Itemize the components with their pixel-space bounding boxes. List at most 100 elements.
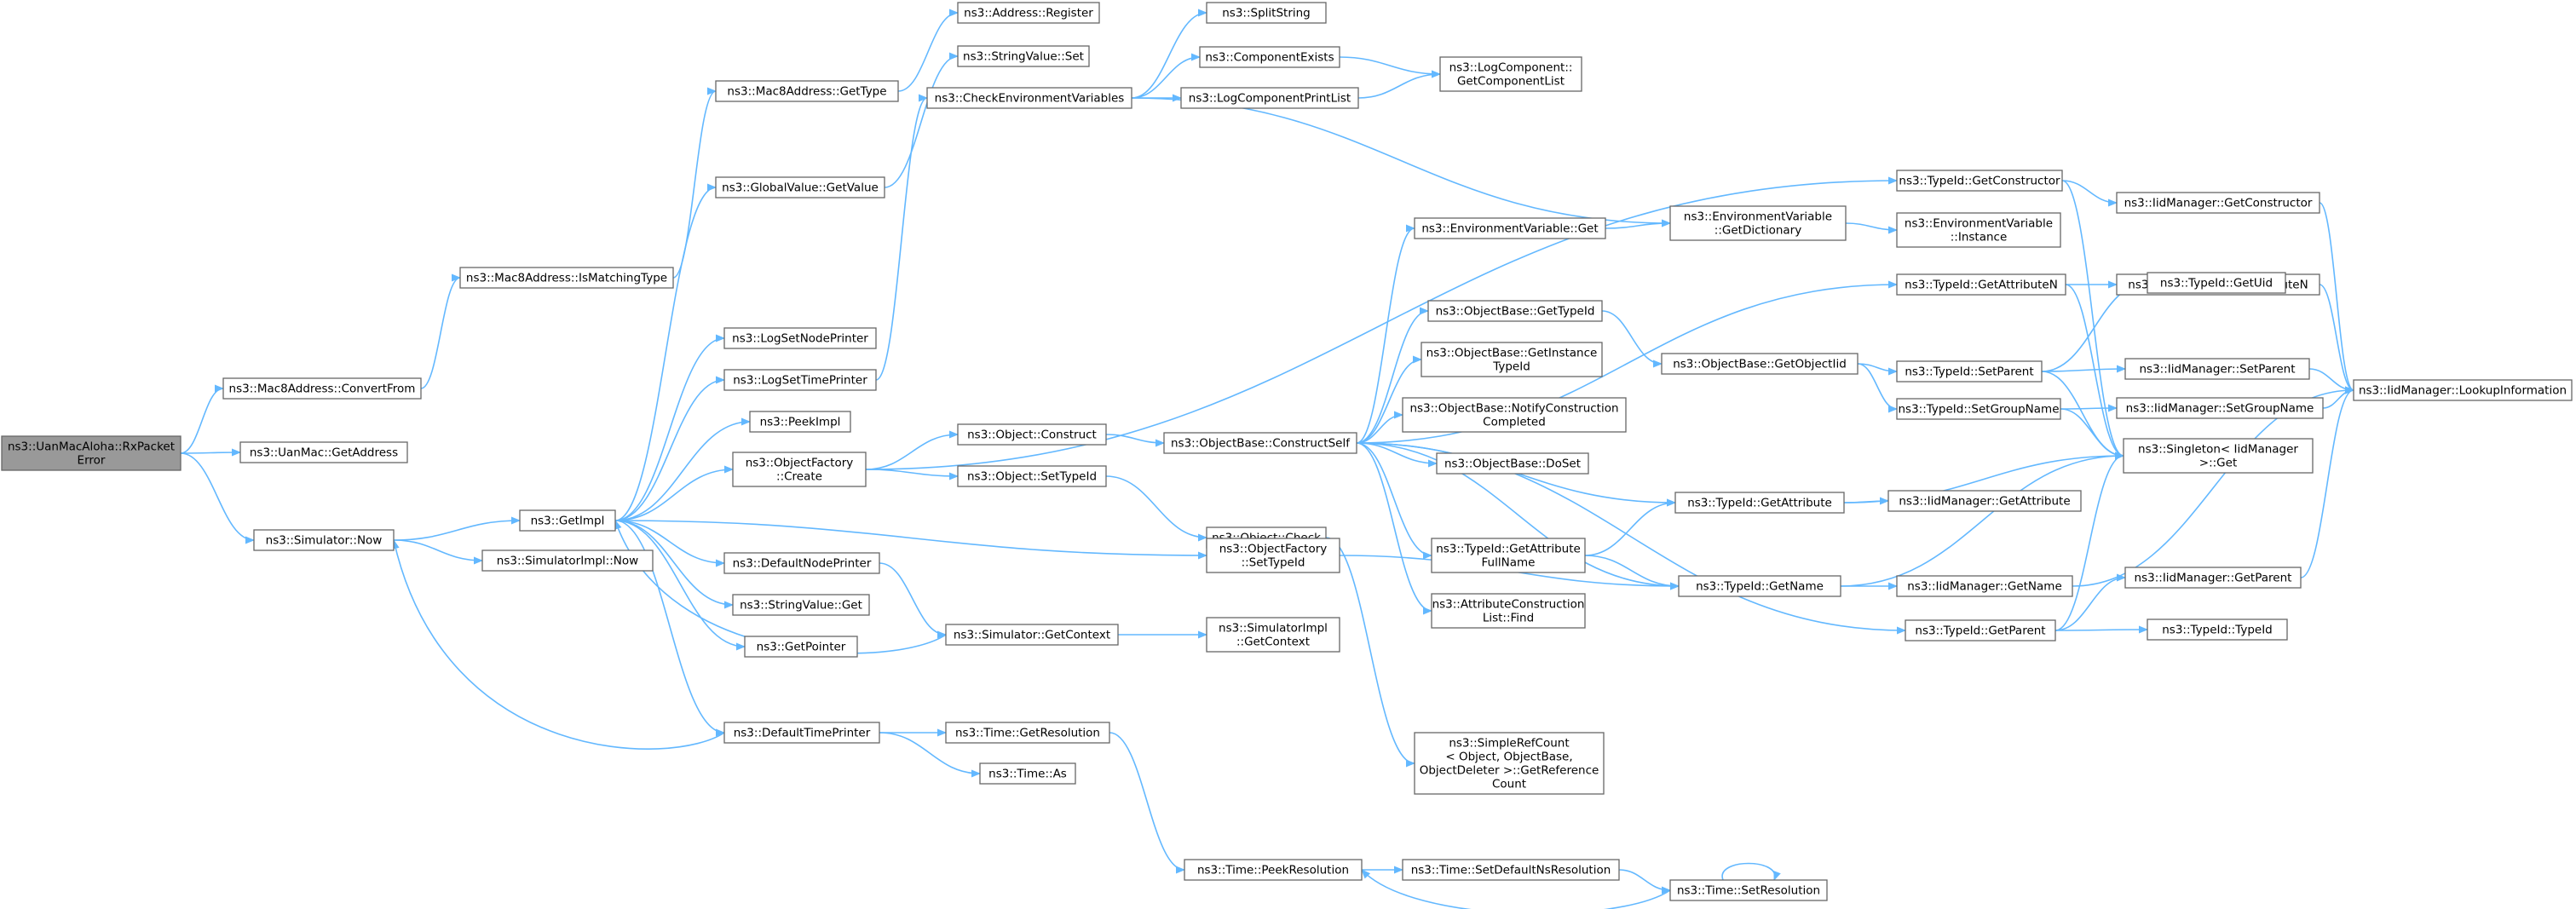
node-ns3-iidmanager-getname[interactable]: ns3::IidManager::GetName [1896, 575, 2073, 597]
node-ns3-objectbase-constructself[interactable]: ns3::ObjectBase::ConstructSelf [1163, 432, 1357, 454]
node-ns3-time-setresolution[interactable]: ns3::Time::SetResolution [1669, 879, 1828, 901]
edge-cf-to-ismt [420, 273, 462, 389]
node-ns3-typeid-getattributen[interactable]: ns3::TypeId::GetAttributeN [1896, 273, 2066, 296]
node-ns3-object-settypeid[interactable]: ns3::Object::SetTypeId [957, 465, 1107, 487]
edge-ismt-to-m8gt [672, 87, 717, 279]
node-ns3-environmentvariable-getdictionary[interactable]: ns3::EnvironmentVariable::GetDictionary [1669, 205, 1847, 241]
node-ns3-iidmanager-setparent[interactable]: ns3::IidManager::SetParent [2124, 358, 2310, 380]
node-box [2147, 272, 2286, 294]
edge-getimpl-to-dtp [614, 520, 726, 737]
node-label: ns3::TypeId::TypeId [2162, 624, 2273, 637]
node-ns3-typeid-getparent[interactable]: ns3::TypeId::GetParent [1905, 619, 2056, 641]
node-ns3-typeid-setgroupname[interactable]: ns3::TypeId::SetGroupName [1896, 398, 2061, 420]
edges-layer [180, 9, 2355, 909]
node-ns3-iidmanager-getattribute[interactable]: ns3::IidManager::GetAttribute [1887, 490, 2082, 512]
node-ns3-splitstring[interactable]: ns3::SplitString [1206, 2, 1327, 24]
node-ns3-typeid-typeid[interactable]: ns3::TypeId::TypeId [2147, 618, 2288, 641]
node-ns3-objectfactory-create[interactable]: ns3::ObjectFactory::Create [732, 452, 867, 487]
edge-ofc-to-osti [865, 469, 960, 480]
node-ns3-iidmanager-setgroupname[interactable]: ns3::IidManager::SetGroupName [2116, 397, 2324, 419]
node-ns3-checkenvironmentvariables[interactable]: ns3::CheckEnvironmentVariables [926, 87, 1132, 109]
node-ns3-getpointer[interactable]: ns3::GetPointer [744, 636, 858, 658]
node-box [1896, 360, 2043, 383]
node-ns3-typeid-getattribute[interactable]: ns3::TypeId::GetAttribute [1674, 492, 1845, 514]
node-ns3-componentexists[interactable]: ns3::ComponentExists [1199, 46, 1340, 68]
node-ns3-uanmac-getaddress[interactable]: ns3::UanMac::GetAddress [239, 441, 408, 463]
node-ns3-logcomponentprintlist[interactable]: ns3::LogComponentPrintList [1180, 87, 1359, 109]
edge-getimpl-to-lsnp [614, 334, 726, 521]
node-ns3-globalvalue-getvalue[interactable]: ns3::GlobalValue::GetValue [715, 176, 885, 198]
edge-cev-to-split [1131, 9, 1208, 99]
node-ns3-simplerefcount-object-objectbase-objectdeleter-getreference-count[interactable]: ns3::SimpleRefCount< Object, ObjectBase,… [1414, 732, 1605, 795]
node-ns3-typeid-getuid[interactable]: ns3::TypeId::GetUid [2147, 272, 2286, 294]
node-ns3-logcomponent-getcomponentlist[interactable]: ns3::LogComponent::GetComponentList [1439, 56, 1582, 92]
node-ns3-defaultnodeprinter[interactable]: ns3::DefaultNodePrinter [723, 552, 880, 574]
node-box [1674, 492, 1845, 514]
node-ns3-typeid-setparent[interactable]: ns3::TypeId::SetParent [1896, 360, 2043, 383]
node-label: ns3::EnvironmentVariable [1684, 210, 1832, 224]
node-ns3-simulatorimpl-getcontext[interactable]: ns3::SimulatorImpl::GetContext [1206, 617, 1340, 653]
node-box [1436, 452, 1589, 475]
node-ns3-logsetnodeprinter[interactable]: ns3::LogSetNodePrinter [723, 327, 877, 349]
node-ns3-objectfactory-settypeid[interactable]: ns3::ObjectFactory::SetTypeId [1206, 538, 1340, 573]
node-ns3-environmentvariable-instance[interactable]: ns3::EnvironmentVariable::Instance [1896, 212, 2061, 248]
node-ns3-getimpl[interactable]: ns3::GetImpl [519, 509, 616, 532]
node-ns3-simulator-now[interactable]: ns3::Simulator::Now [253, 529, 395, 551]
node-ns3-typeid-getname[interactable]: ns3::TypeId::GetName [1678, 575, 1841, 597]
node-box [1206, 538, 1340, 573]
node-ns3-object-construct[interactable]: ns3::Object::Construct [957, 423, 1107, 446]
node-label: ns3::ObjectFactory [1219, 543, 1328, 556]
node-ns3-time-as[interactable]: ns3::Time::As [979, 762, 1076, 785]
edge-tsdnr-to-tsr [1618, 869, 1672, 895]
node-ns3-objectbase-doset[interactable]: ns3::ObjectBase::DoSet [1436, 452, 1589, 475]
node-label: ns3::Time::SetDefaultNsResolution [1411, 864, 1611, 877]
node-ns3-objectbase-notifyconstruction-completed[interactable]: ns3::ObjectBase::NotifyConstructionCompl… [1402, 397, 1627, 433]
node-box [1402, 397, 1627, 433]
node-label: GetComponentList [1457, 75, 1565, 89]
node-ns3-stringvalue-set[interactable]: ns3::StringValue::Set [957, 45, 1090, 67]
edge-imgname-to-imli [2072, 386, 2355, 587]
node-ns3-stringvalue-get[interactable]: ns3::StringValue::Get [732, 594, 870, 616]
node-label: ns3::EnvironmentVariable::Get [1421, 222, 1598, 236]
node-box [957, 45, 1090, 67]
node-ns3-typeid-getconstructor[interactable]: ns3::TypeId::GetConstructor [1896, 170, 2063, 192]
node-label: ns3::IidManager::SetGroupName [2126, 402, 2314, 416]
edge-snow-to-sinow [393, 539, 484, 565]
node-ns3-address-register[interactable]: ns3::Address::Register [957, 2, 1100, 24]
node-ns3-simulator-getcontext[interactable]: ns3::Simulator::GetContext [945, 624, 1119, 646]
node-ns3-mac8address-ismatchingtype[interactable]: ns3::Mac8Address::IsMatchingType [459, 267, 674, 289]
node-ns3-time-peekresolution[interactable]: ns3::Time::PeekResolution [1184, 859, 1363, 881]
node-box [1669, 879, 1828, 901]
node-ns3-singleton-iidmanager-get[interactable]: ns3::Singleton< IidManager >::Get [2123, 438, 2314, 474]
node-box [2124, 358, 2310, 380]
edge-obcs-to-obgiti [1356, 355, 1423, 444]
node-ns3-logsettimeprinter[interactable]: ns3::LogSetTimePrinter [723, 369, 877, 391]
node-box [1184, 859, 1363, 881]
node-box [1206, 617, 1340, 653]
node-ns3-objectbase-gettypeid[interactable]: ns3::ObjectBase::GetTypeId [1427, 300, 1603, 322]
node-label: ns3::ObjectBase::GetInstance [1426, 347, 1598, 360]
node-box [1896, 170, 2063, 192]
node-ns3-iidmanager-lookupinformation[interactable]: ns3::IidManager::LookupInformation [2353, 379, 2573, 401]
node-ns3-time-getresolution[interactable]: ns3::Time::GetResolution [945, 722, 1110, 744]
node-ns3-time-setdefaultnsresolution[interactable]: ns3::Time::SetDefaultNsResolution [1402, 859, 1620, 881]
node-label: ns3::Mac8Address::GetType [727, 85, 886, 99]
node-box [1896, 575, 2073, 597]
node-ns3-environmentvariable-get[interactable]: ns3::EnvironmentVariable::Get [1414, 217, 1606, 239]
node-ns3-defaulttimeprinter[interactable]: ns3::DefaultTimePrinter [723, 722, 880, 744]
node-label: ::GetContext [1236, 636, 1310, 649]
node-box [1669, 205, 1847, 241]
node-ns3-simulatorimpl-now[interactable]: ns3::SimulatorImpl::Now [481, 549, 654, 572]
node-ns3-objectbase-getobjectiid[interactable]: ns3::ObjectBase::GetObjectIid [1661, 353, 1859, 375]
node-ns3-iidmanager-getparent[interactable]: ns3::IidManager::GetParent [2124, 567, 2302, 589]
node-ns3-mac8address-gettype[interactable]: ns3::Mac8Address::GetType [715, 80, 899, 102]
node-ns3-iidmanager-getconstructor[interactable]: ns3::IidManager::GetConstructor [2116, 192, 2320, 214]
node-ns3-mac8address-convertfrom[interactable]: ns3::Mac8Address::ConvertFrom [222, 377, 422, 400]
node-ns3-peekimpl[interactable]: ns3::PeekImpl [749, 411, 851, 433]
node-box [239, 441, 408, 463]
